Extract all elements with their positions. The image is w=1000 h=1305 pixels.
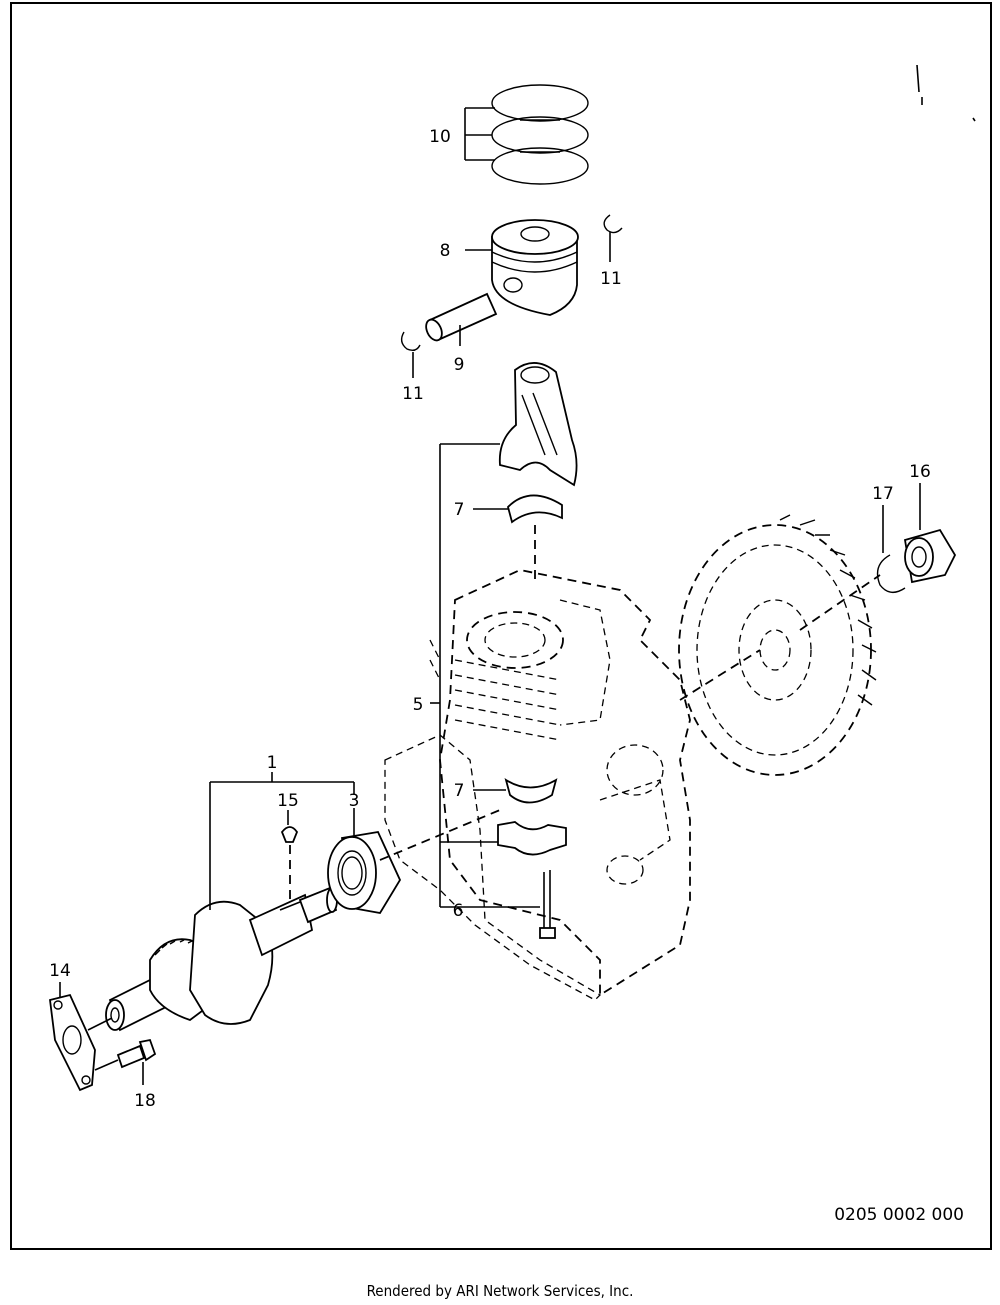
gasket-axis	[87, 1017, 113, 1031]
callout-3: 3	[349, 791, 360, 811]
connecting-rod-cap[interactable]	[497, 821, 567, 856]
callout-7-upper: 7	[454, 500, 465, 520]
callout-11-left: 11	[402, 384, 424, 404]
callout-16: 16	[909, 462, 931, 482]
oil-seal-gasket[interactable]	[49, 993, 96, 1092]
crankshaft-bearing[interactable]	[327, 830, 402, 914]
drawing-code: 0205 0002 000	[834, 1205, 964, 1225]
callout-15: 15	[277, 791, 299, 811]
scan-marks	[916, 64, 976, 122]
cylinder-block[interactable]	[429, 569, 691, 997]
woodruff-key[interactable]	[280, 826, 299, 843]
callout-14: 14	[49, 961, 71, 981]
side-gasket[interactable]	[384, 734, 602, 1001]
callout-10-leader	[464, 107, 495, 161]
flywheel-axis-2	[799, 574, 881, 631]
connecting-rod[interactable]	[498, 362, 578, 487]
flywheel-nut[interactable]	[903, 528, 957, 584]
flywheel-washer[interactable]	[876, 554, 906, 593]
circlip-right[interactable]	[603, 214, 623, 234]
flywheel[interactable]	[678, 514, 877, 776]
callout-7-lower: 7	[454, 781, 465, 801]
callout-5: 5	[413, 695, 424, 715]
callout-8: 8	[440, 241, 451, 261]
piston-pin[interactable]	[423, 292, 498, 343]
callout-9: 9	[454, 355, 465, 375]
bearing-axis	[379, 809, 501, 861]
callout-6: 6	[453, 901, 464, 921]
callout-5-leader	[430, 443, 500, 908]
footer-credit: Rendered by ARI Network Services, Inc.	[366, 1282, 634, 1300]
diagram-frame	[10, 2, 992, 1250]
piston-rings[interactable]	[491, 84, 589, 185]
gasket-bolt[interactable]	[116, 1038, 157, 1069]
callout-11-right: 11	[600, 269, 622, 289]
callout-1-leader	[209, 772, 355, 910]
piston[interactable]	[491, 219, 579, 316]
bolt-axis	[94, 1059, 119, 1071]
callout-18: 18	[134, 1091, 156, 1111]
rod-bolt[interactable]	[539, 870, 556, 939]
rod-bearing-upper[interactable]	[506, 494, 563, 524]
crankshaft[interactable]	[105, 886, 338, 1032]
callout-1: 1	[267, 753, 278, 773]
callout-17: 17	[872, 484, 894, 504]
circlip-left[interactable]	[400, 331, 421, 352]
flywheel-axis	[679, 649, 761, 701]
callout-10: 10	[429, 127, 451, 147]
rod-bearing-lower[interactable]	[504, 778, 558, 804]
